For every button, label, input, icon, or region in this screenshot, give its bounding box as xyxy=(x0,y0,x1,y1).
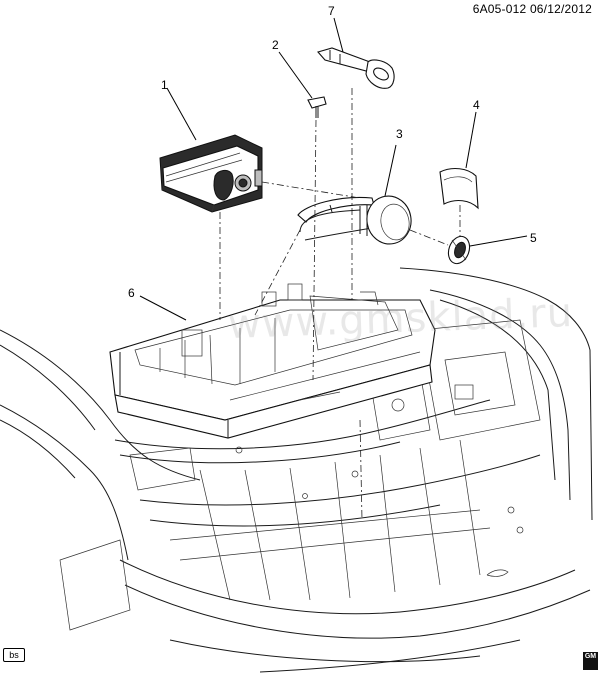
part-5-washer xyxy=(447,235,471,265)
part-4-cover xyxy=(439,167,479,210)
gm-logo-text: GM xyxy=(584,653,597,660)
callout-5: 5 xyxy=(530,231,537,245)
callout-1: 1 xyxy=(161,78,168,92)
part-3-canister-strap xyxy=(297,195,412,245)
callout-3: 3 xyxy=(396,127,403,141)
callout-4: 4 xyxy=(473,98,480,112)
part-7-tow-eye xyxy=(317,47,395,89)
bs-tag: bs xyxy=(3,648,25,662)
callout-7: 7 xyxy=(328,4,335,18)
doc-date: 06/12/2012 xyxy=(529,2,592,16)
part-6-storage-tray xyxy=(109,283,436,439)
callout-6: 6 xyxy=(128,286,135,300)
leader-lines xyxy=(139,17,528,321)
callout-2: 2 xyxy=(272,38,279,52)
vehicle-trunk-outline xyxy=(0,267,593,673)
assembly-lines xyxy=(219,88,461,521)
part-1-compressor-kit xyxy=(159,134,263,213)
document-id: 6A05-012 06/12/2012 xyxy=(473,2,592,16)
part-2-fastener xyxy=(307,96,327,118)
doc-code: 6A05-012 xyxy=(472,2,527,16)
gm-logo-icon: GM xyxy=(583,652,598,670)
